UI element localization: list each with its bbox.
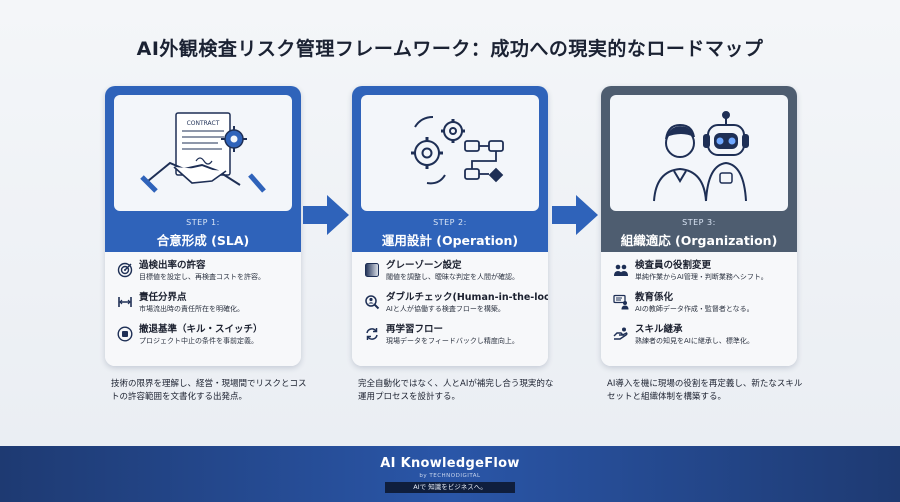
item-title: グレーゾーン設定 (386, 260, 462, 271)
list-item: 撤退基準（キル・スイッチ） プロジェクト中止の条件を事前定義。 (117, 324, 291, 356)
page-title: AI外観検査リスク管理フレームワーク：成功への現実的なロードマップ (136, 38, 764, 60)
step-card-body: 検査員の役割変更 単純作業からAI管理・判断業務へシフト。 教育係化 AIの教師… (601, 252, 797, 366)
gears-flowchart-icon (361, 95, 539, 211)
step-card-3: STEP 3: 組織適応 (Organization) 検査員の役割変更 単純作… (601, 86, 797, 366)
list-item: スキル継承 熟練者の知見をAIに継承し、標準化。 (613, 324, 787, 356)
step-card-body: 過検出率の許容 目標値を設定し、再検査コストを許容。 責任分界点 市場流出時の責… (105, 252, 301, 366)
people-icon (613, 262, 629, 278)
step-summary-1: 技術の限界を理解し、経営・現場間でリスクとコストの許容範囲を文書化する出発点。 (111, 379, 307, 402)
list-item: 検査員の役割変更 単純作業からAI管理・判断業務へシフト。 (613, 260, 787, 292)
item-desc: 閾値を調整し、曖昧な判定を人間が確認。 (386, 273, 519, 281)
item-desc: 目標値を設定し、再検査コストを許容。 (139, 273, 265, 281)
magnifier-person-icon (364, 294, 380, 310)
list-item: 再学習フロー 現場データをフィードバックし精度向上。 (364, 324, 538, 356)
item-desc: プロジェクト中止の条件を事前定義。 (139, 337, 258, 345)
step-card-header: STEP 3: 組織適応 (Organization) (601, 86, 797, 252)
list-item: 教育係化 AIの教師データ作成・監督者となる。 (613, 292, 787, 324)
item-title: 検査員の役割変更 (635, 260, 712, 271)
boundary-icon (117, 294, 133, 310)
item-title: 過検出率の許容 (139, 260, 206, 271)
footer-banner: AI KnowledgeFlow by TECHNODIGITAL AIで 知識… (0, 446, 900, 502)
item-title: 再学習フロー (386, 324, 444, 335)
arrow-right-icon (303, 192, 349, 238)
step-label: STEP 1: (186, 218, 220, 227)
item-desc: 市場流出時の責任所在を明確化。 (139, 305, 244, 313)
step-label: STEP 2: (433, 218, 467, 227)
target-icon (117, 262, 133, 278)
item-title: ダブルチェック(Human-in-the-loop) (386, 292, 548, 303)
person-and-robot-icon (610, 95, 788, 211)
contract-label: CONTRACT (187, 120, 220, 127)
handover-icon (613, 326, 629, 342)
arrow-right-icon (552, 192, 598, 238)
stop-button-icon (117, 326, 133, 342)
step-label: STEP 3: (682, 218, 716, 227)
step-title: 合意形成 (SLA) (156, 233, 250, 248)
list-item: 過検出率の許容 目標値を設定し、再検査コストを許容。 (117, 260, 291, 292)
teacher-icon (613, 294, 629, 310)
step-card-2: STEP 2: 運用設計 (Operation) グレーゾーン設定 閾値を調整し… (352, 86, 548, 366)
brand-name: AI KnowledgeFlow (380, 456, 520, 471)
step-card-header: CONTRACT STEP 1: 合意形成 (SLA) (105, 86, 301, 252)
brand-tagline: AIで 知識をビジネスへ。 (385, 482, 515, 493)
step-summary-2: 完全自動化ではなく、人とAIが補完し合う現実的な運用プロセスを設計する。 (358, 379, 554, 402)
step-summary-3: AI導入を機に現場の役割を再定義し、新たなスキルセットと組織体制を構築する。 (607, 379, 803, 402)
item-title: スキル継承 (635, 324, 683, 335)
list-item: ダブルチェック(Human-in-the-loop) AIと人が協働する検査フロ… (364, 292, 548, 324)
item-title: 撤退基準（キル・スイッチ） (139, 324, 263, 335)
step-title: 組織適応 (Organization) (620, 233, 778, 248)
item-desc: AIと人が協働する検査フローを構築。 (386, 305, 505, 313)
refresh-icon (364, 326, 380, 342)
item-desc: AIの教師データ作成・監督者となる。 (635, 305, 754, 313)
step-card-header: STEP 2: 運用設計 (Operation) (352, 86, 548, 252)
item-title: 教育係化 (635, 292, 674, 303)
item-desc: 単純作業からAI管理・判断業務へシフト。 (635, 273, 768, 281)
item-desc: 熟練者の知見をAIに継承し、標準化。 (635, 337, 754, 345)
brand-subtitle: by TECHNODIGITAL (419, 473, 481, 479)
item-desc: 現場データをフィードバックし精度向上。 (386, 337, 519, 345)
step-card-body: グレーゾーン設定 閾値を調整し、曖昧な判定を人間が確認。 ダブルチェック(Hum… (352, 252, 548, 366)
handshake-contract-gear-icon: CONTRACT (114, 95, 292, 211)
step-card-1: CONTRACT STEP 1: 合意形成 (SLA) (105, 86, 301, 366)
list-item: グレーゾーン設定 閾値を調整し、曖昧な判定を人間が確認。 (364, 260, 538, 292)
item-title: 責任分界点 (139, 292, 187, 303)
gradient-square-icon (364, 262, 380, 278)
list-item: 責任分界点 市場流出時の責任所在を明確化。 (117, 292, 291, 324)
step-title: 運用設計 (Operation) (381, 233, 519, 248)
